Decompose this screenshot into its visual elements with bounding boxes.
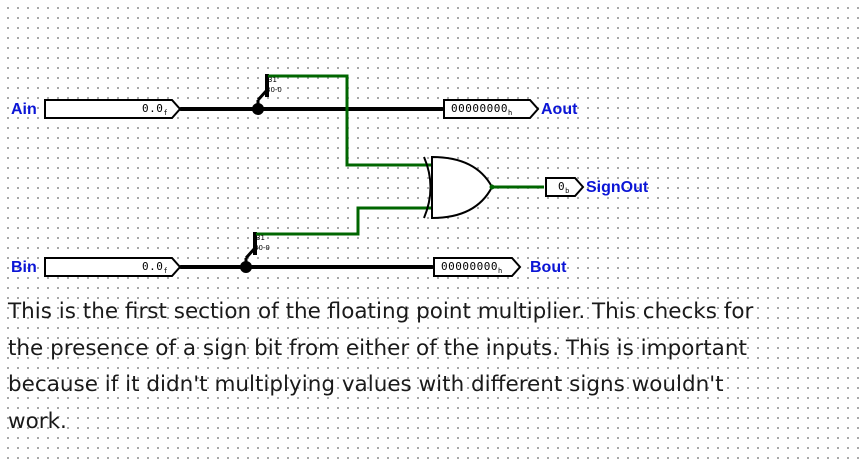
splitter-b-msb-label: 31: [256, 234, 265, 242]
output-b-label: Bout: [530, 259, 567, 276]
sign-wire-b: [256, 206, 432, 236]
output-b-value: 00000000h: [441, 260, 503, 276]
input-a-value: 0.0f: [142, 102, 169, 118]
xor-gate[interactable]: [423, 155, 494, 220]
sign-wire-a: [268, 74, 432, 167]
description-text: This is the first section of the floatin…: [8, 299, 754, 434]
output-a-value: 00000000h: [451, 102, 513, 118]
input-b-label: Bin: [11, 259, 37, 276]
input-pin-a[interactable]: [44, 99, 182, 119]
sign-output-pin[interactable]: [545, 177, 585, 197]
output-pin-a[interactable]: [443, 99, 540, 119]
splitter-a-rest-label: 30-0: [266, 86, 282, 94]
sign-output-label: SignOut: [586, 179, 649, 196]
splitter-b[interactable]: [240, 232, 257, 273]
xor-output-wire: [489, 184, 544, 190]
output-pin-b[interactable]: [433, 257, 522, 277]
sign-output-value: 0b: [558, 180, 570, 196]
splitter-b-rest-label: 30-0: [254, 244, 270, 252]
input-pin-b[interactable]: [44, 257, 182, 277]
input-b-value: 0.0f: [142, 260, 169, 276]
splitter-a-msb-label: 31: [268, 76, 277, 84]
input-a-label: Ain: [11, 101, 37, 118]
splitter-a[interactable]: [252, 74, 269, 115]
output-a-label: Aout: [541, 101, 578, 118]
